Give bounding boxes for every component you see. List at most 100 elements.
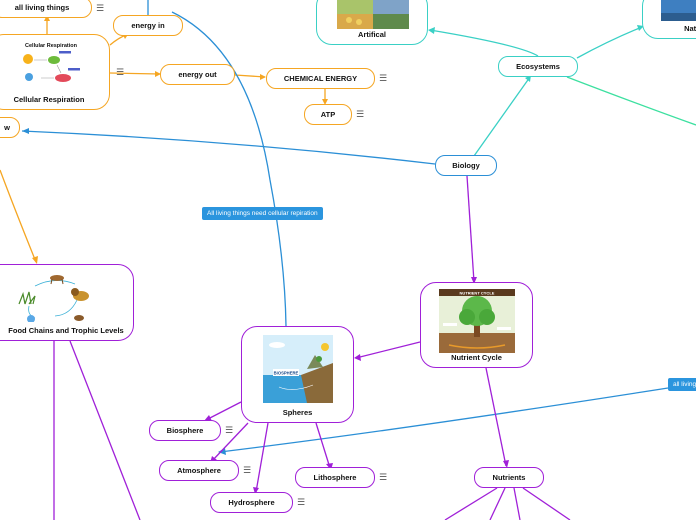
natural-image bbox=[661, 0, 696, 21]
link-eco-offscreen bbox=[566, 76, 696, 126]
link-spheres-atmosphere bbox=[211, 422, 249, 462]
node-label: Lithosphere bbox=[313, 473, 357, 482]
note-icon[interactable]: ☰ bbox=[225, 425, 234, 435]
mountain bbox=[307, 355, 323, 369]
link-spheres-biosphere bbox=[205, 401, 242, 421]
deer-legs bbox=[50, 278, 64, 285]
water-photo bbox=[661, 13, 696, 21]
link-nutrients-down-2 bbox=[489, 487, 506, 520]
biosphere-label-box bbox=[273, 369, 299, 376]
node-artifical[interactable]: Artifical bbox=[316, 0, 428, 45]
node-food-chains[interactable]: Food Chains and Trophic Levels bbox=[0, 264, 134, 341]
node-label: Natural bbox=[684, 24, 696, 33]
food-chain-image bbox=[18, 275, 89, 322]
node-hydrosphere[interactable]: Hydrosphere bbox=[210, 492, 293, 513]
node-label: all living things bbox=[14, 3, 70, 12]
node-atp[interactable]: ATP bbox=[304, 104, 352, 125]
image-title: Cellular Respiration bbox=[25, 43, 78, 49]
spheres-image: BIOSPHERE bbox=[263, 335, 333, 403]
node-cellular-respiration[interactable]: Cellular Respiration Cellular Respiratio… bbox=[0, 34, 110, 110]
arrowhead bbox=[204, 415, 212, 421]
node-label: Hydrosphere bbox=[228, 498, 275, 507]
link-cr-energy-out bbox=[109, 72, 161, 75]
grass-icon bbox=[18, 291, 36, 305]
arrowhead bbox=[44, 15, 50, 21]
link-biology-eco bbox=[473, 76, 531, 157]
node-label: w bbox=[4, 123, 10, 132]
node-label: Cellular Respiration bbox=[13, 95, 85, 104]
node-natural[interactable]: Natural bbox=[642, 0, 696, 39]
mushroom-icon bbox=[74, 315, 84, 321]
soil bbox=[439, 333, 515, 353]
node-label: Biology bbox=[452, 161, 480, 170]
link-nutrients-down-1 bbox=[444, 487, 498, 520]
arrowhead bbox=[22, 128, 29, 134]
link-biology-nutrient bbox=[466, 175, 475, 283]
cycle-arrow bbox=[448, 344, 506, 349]
arrowhead bbox=[32, 256, 38, 264]
city-photo bbox=[373, 0, 409, 14]
node-left-edge[interactable]: w bbox=[0, 117, 20, 138]
node-energy-in[interactable]: energy in bbox=[113, 15, 183, 36]
biosphere-image-label: BIOSPHERE bbox=[274, 371, 299, 376]
tree-crown bbox=[479, 309, 495, 325]
sunflower-icon bbox=[356, 19, 362, 25]
link-spheres-hydrosphere bbox=[255, 422, 269, 493]
node-label: CHEMICAL ENERGY bbox=[283, 74, 358, 83]
arrowhead bbox=[260, 74, 266, 80]
node-label: Artifical bbox=[358, 30, 386, 39]
blue-connectors bbox=[21, 0, 669, 453]
note-icon[interactable]: ☰ bbox=[243, 465, 252, 475]
node-all-living-things[interactable]: all living things bbox=[0, 0, 92, 18]
teal-connectors bbox=[429, 26, 643, 157]
sunflower-icon bbox=[346, 17, 352, 23]
node-label: Atmosphere bbox=[177, 466, 221, 475]
tag-cellular-repiration[interactable]: All living things need cellular repirati… bbox=[202, 207, 323, 220]
node-label: Nutrients bbox=[492, 473, 526, 482]
link-eco-artifical bbox=[429, 29, 539, 57]
node-nutrient-cycle[interactable]: NUTRIENT CYCLE Nutrient Cycle bbox=[420, 282, 533, 368]
cycle-arrow bbox=[278, 384, 314, 390]
node-lithosphere[interactable]: Lithosphere bbox=[295, 467, 375, 488]
link-nutrients-down-4 bbox=[522, 487, 571, 520]
note-icon[interactable]: ☰ bbox=[297, 497, 306, 507]
node-label: energy out bbox=[178, 70, 217, 79]
arrowhead bbox=[503, 460, 509, 468]
node-label: energy in bbox=[131, 21, 165, 30]
note-icon[interactable]: ☰ bbox=[356, 109, 365, 119]
label-box bbox=[497, 327, 511, 330]
decomposer-icon bbox=[27, 315, 35, 322]
arrowhead bbox=[322, 99, 328, 105]
note-icon[interactable]: ☰ bbox=[116, 67, 125, 77]
tree-crown bbox=[459, 309, 475, 325]
field-photo bbox=[337, 0, 373, 14]
node-ecosystems[interactable]: Ecosystems bbox=[498, 56, 578, 77]
tag-all-living[interactable]: all living bbox=[668, 378, 696, 391]
node-label: Ecosystems bbox=[516, 62, 560, 71]
node-atmosphere[interactable]: Atmosphere bbox=[159, 460, 239, 481]
blue-arrowheads bbox=[22, 128, 226, 455]
node-label: Nutrient Cycle bbox=[451, 353, 502, 362]
purple-connectors bbox=[53, 175, 571, 520]
note-icon[interactable]: ☰ bbox=[379, 472, 388, 482]
farm-photo bbox=[337, 14, 373, 29]
arrowhead bbox=[218, 448, 226, 455]
land bbox=[301, 363, 333, 403]
cycle-arrow bbox=[34, 280, 76, 287]
cycle-arrow bbox=[54, 299, 78, 317]
label-box bbox=[443, 323, 457, 326]
node-biology[interactable]: Biology bbox=[435, 155, 497, 176]
image-title-bar bbox=[439, 289, 515, 296]
arrowhead bbox=[428, 27, 435, 34]
link-nutrient-nutrients bbox=[485, 367, 507, 467]
arrowhead bbox=[155, 71, 161, 77]
node-biosphere[interactable]: Biosphere bbox=[149, 420, 221, 441]
note-icon[interactable]: ☰ bbox=[379, 73, 388, 83]
node-label: Biosphere bbox=[166, 426, 204, 435]
note-icon[interactable]: ☰ bbox=[96, 3, 105, 13]
node-energy-out[interactable]: energy out bbox=[160, 64, 235, 85]
arrowhead bbox=[471, 277, 477, 284]
node-chemical-energy[interactable]: CHEMICAL ENERGY bbox=[266, 68, 375, 89]
node-nutrients[interactable]: Nutrients bbox=[474, 467, 544, 488]
node-spheres[interactable]: BIOSPHERE Spheres bbox=[241, 326, 354, 423]
